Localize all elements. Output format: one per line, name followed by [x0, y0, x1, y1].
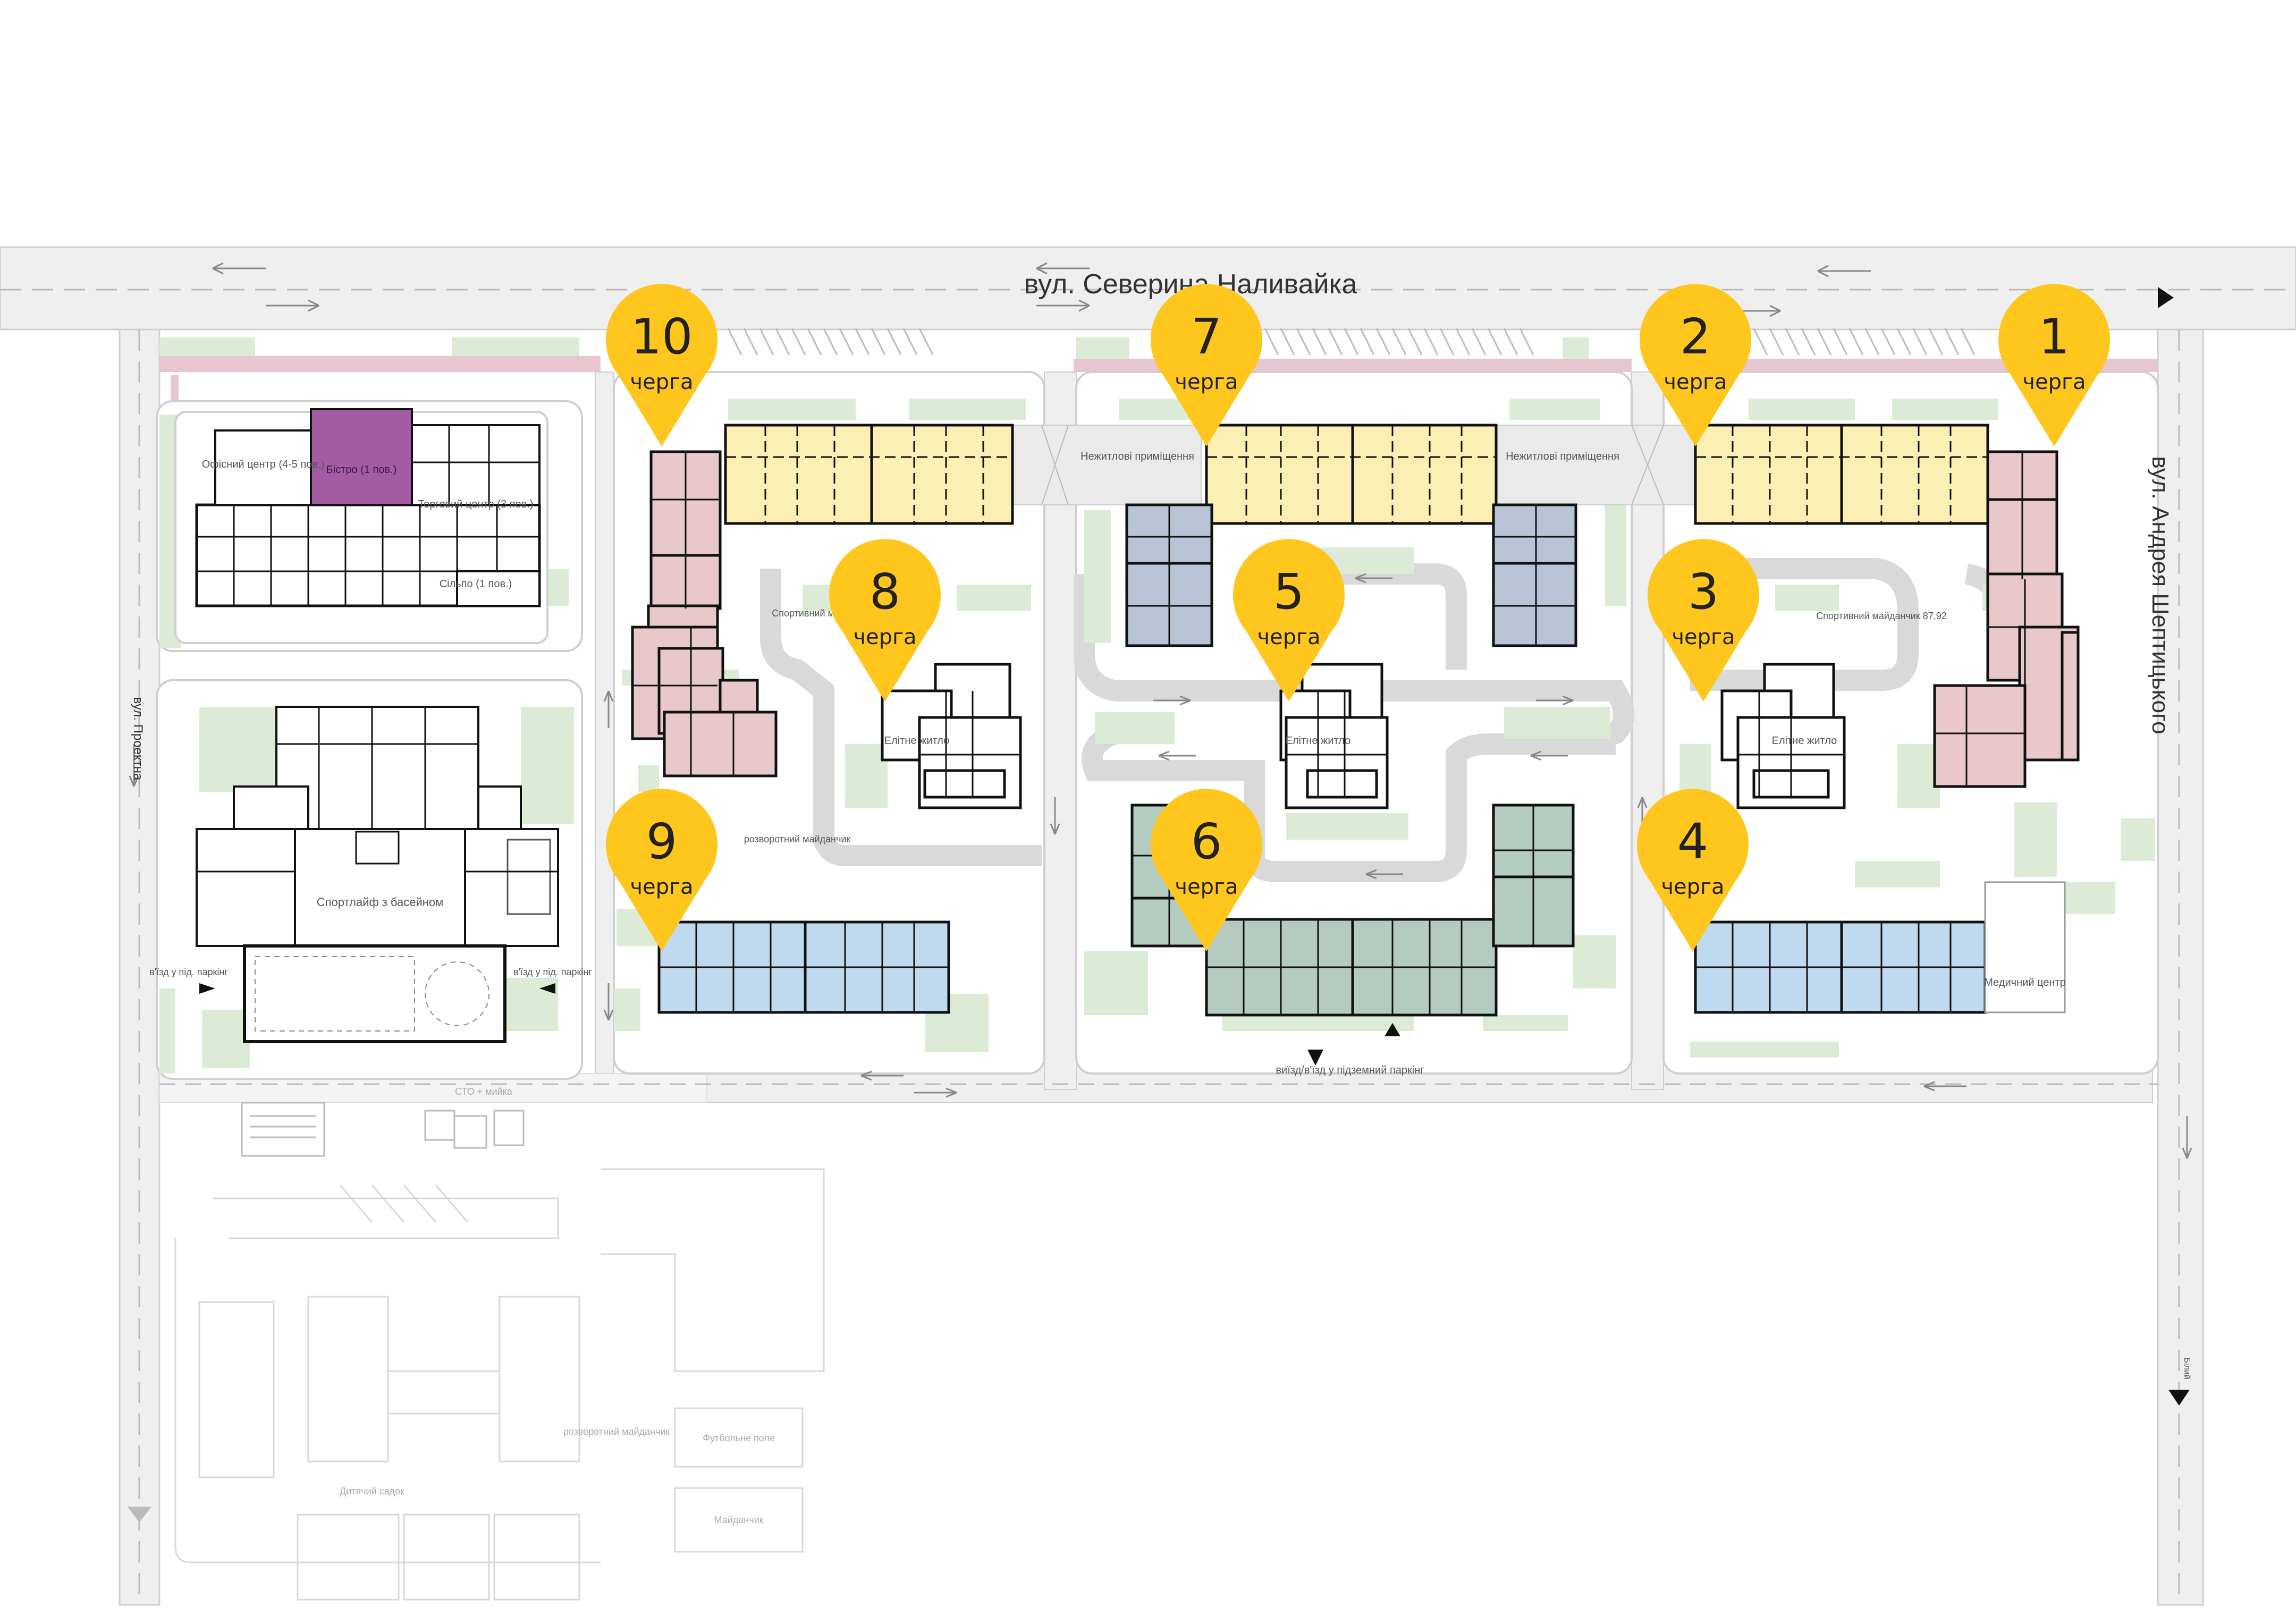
map-pin-icon [1151, 789, 1263, 951]
queue-markers: 1 черга 2 черга 3 черга 4 черга 5 черга 6 черга 7 чер… [606, 284, 2110, 951]
label-east-small: Білий [2182, 1357, 2191, 1379]
label-sport-ground-3: Спортивний майданчик 87,92 [1816, 611, 1947, 621]
label-office: Офісний центр (4-5 пов.) [202, 459, 325, 470]
label-elite-5: Елітне житло [1286, 735, 1351, 747]
direction-arrow-icon [1385, 1023, 1400, 1036]
arrow-down-icon [2168, 1390, 2190, 1406]
blue-grey-details [1127, 505, 1576, 646]
queue-marker-2[interactable]: 2 черга [1640, 284, 1752, 446]
map-pin-icon [606, 284, 718, 446]
queue-marker-suffix: черга [1661, 875, 1724, 899]
queue-marker-suffix: черга [853, 625, 916, 649]
map-pin-icon [1637, 789, 1749, 951]
street-west-label: вул. Проектна [131, 697, 145, 781]
label-parking-entry-west: в'їзд у під. паркінг [149, 967, 228, 977]
queue-marker-6[interactable]: 6 черга [1151, 789, 1263, 951]
queue-marker-number: 6 [1191, 813, 1222, 870]
label-medical: Медичний центр [1984, 977, 2065, 988]
direction-arrow-icon [1307, 1050, 1323, 1066]
direction-arrow-icon [199, 983, 215, 994]
queue-marker-suffix: черга [1257, 625, 1320, 649]
label-turnaround-top: розворотний майданчик [744, 834, 851, 844]
elite-buildings [881, 663, 1846, 809]
queue-marker-7[interactable]: 7 черга [1151, 284, 1263, 446]
yellow-building-details [725, 425, 1988, 523]
queue-marker-9[interactable]: 9 черга [606, 789, 718, 951]
label-elite-8: Елітне житло [884, 735, 950, 747]
queue-marker-1[interactable]: 1 черга [1998, 284, 2110, 446]
queue-marker-number: 9 [646, 813, 678, 870]
arrow-down-icon [128, 1507, 151, 1523]
queue-marker-suffix: черга [1175, 370, 1238, 394]
label-elite-3: Елітне житло [1772, 735, 1837, 747]
arrow-right-icon [2158, 287, 2174, 308]
elite-building-details [919, 691, 1844, 797]
map-pin-icon [1998, 284, 2110, 446]
queue-marker-number: 8 [870, 563, 901, 620]
label-bistro: Бістро (1 пов.) [326, 464, 397, 476]
direction-arrows [129, 262, 2192, 1159]
queue-marker-suffix: черга [630, 370, 693, 394]
queue-marker-suffix: черга [2022, 370, 2086, 394]
queue-marker-number: 5 [1273, 563, 1305, 620]
label-turnaround-bottom: розворотний майданчик [563, 1426, 670, 1437]
label-football: Футбольне поле [703, 1433, 775, 1443]
map-pin-icon [829, 539, 941, 701]
pink-building-details [632, 452, 2062, 787]
map-pin-icon [1648, 539, 1760, 701]
map-pin-icon [1233, 539, 1345, 701]
sportlife-building [196, 706, 559, 1043]
map-pin-icon [1151, 284, 1263, 446]
label-sportlife: Спортлайф з басейном [317, 895, 444, 909]
passage-bands [1004, 425, 1701, 505]
label-nonres-left: Нежитлові приміщення [1081, 451, 1194, 462]
label-trade: Торговий центр (3 пов.) [418, 498, 534, 510]
label-nonres-right: Нежитлові приміщення [1506, 451, 1619, 462]
queue-marker-number: 1 [2039, 308, 2070, 365]
label-kindergarten: Дитячий садок [340, 1486, 404, 1497]
label-silpo: Сільпо (1 пов.) [440, 578, 512, 590]
yellow-buildings [724, 424, 1989, 525]
road-network [0, 246, 2296, 1606]
queue-marker-4[interactable]: 4 черга [1637, 789, 1749, 951]
direction-arrow-icon [539, 983, 555, 994]
queue-marker-suffix: черга [1175, 875, 1238, 899]
label-playground: Майданчик [714, 1515, 763, 1525]
map-pin-icon [1640, 284, 1752, 446]
south-west-area [174, 1168, 825, 1601]
label-parking-entry-mid: в'їзд у під. паркінг [513, 967, 592, 977]
street-east-label: вул. Андрея Шептицького [2147, 456, 2173, 734]
queue-marker-8[interactable]: 8 черга [829, 539, 941, 701]
queue-marker-number: 3 [1688, 563, 1719, 620]
queue-marker-3[interactable]: 3 черга [1648, 539, 1760, 701]
label-service: СТО + мийка [455, 1086, 513, 1097]
queue-marker-suffix: черга [1664, 370, 1727, 394]
queue-marker-number: 2 [1680, 308, 1711, 365]
label-underground: виїзд/в'їзд у підземний паркінг [1276, 1064, 1424, 1076]
queue-marker-number: 7 [1191, 308, 1222, 365]
service-station [241, 1102, 525, 1157]
queue-marker-10[interactable]: 10 черга [606, 284, 718, 446]
medical-center [1984, 881, 2066, 1013]
commercial-block [174, 408, 548, 644]
queue-marker-suffix: черга [630, 875, 693, 899]
map-pin-icon [606, 789, 718, 951]
queue-marker-number: 10 [630, 308, 693, 365]
queue-marker-suffix: черга [1672, 625, 1735, 649]
blue-building-details [659, 922, 1985, 1012]
queue-marker-number: 4 [1677, 813, 1709, 870]
queue-marker-5[interactable]: 5 черга [1233, 539, 1345, 701]
